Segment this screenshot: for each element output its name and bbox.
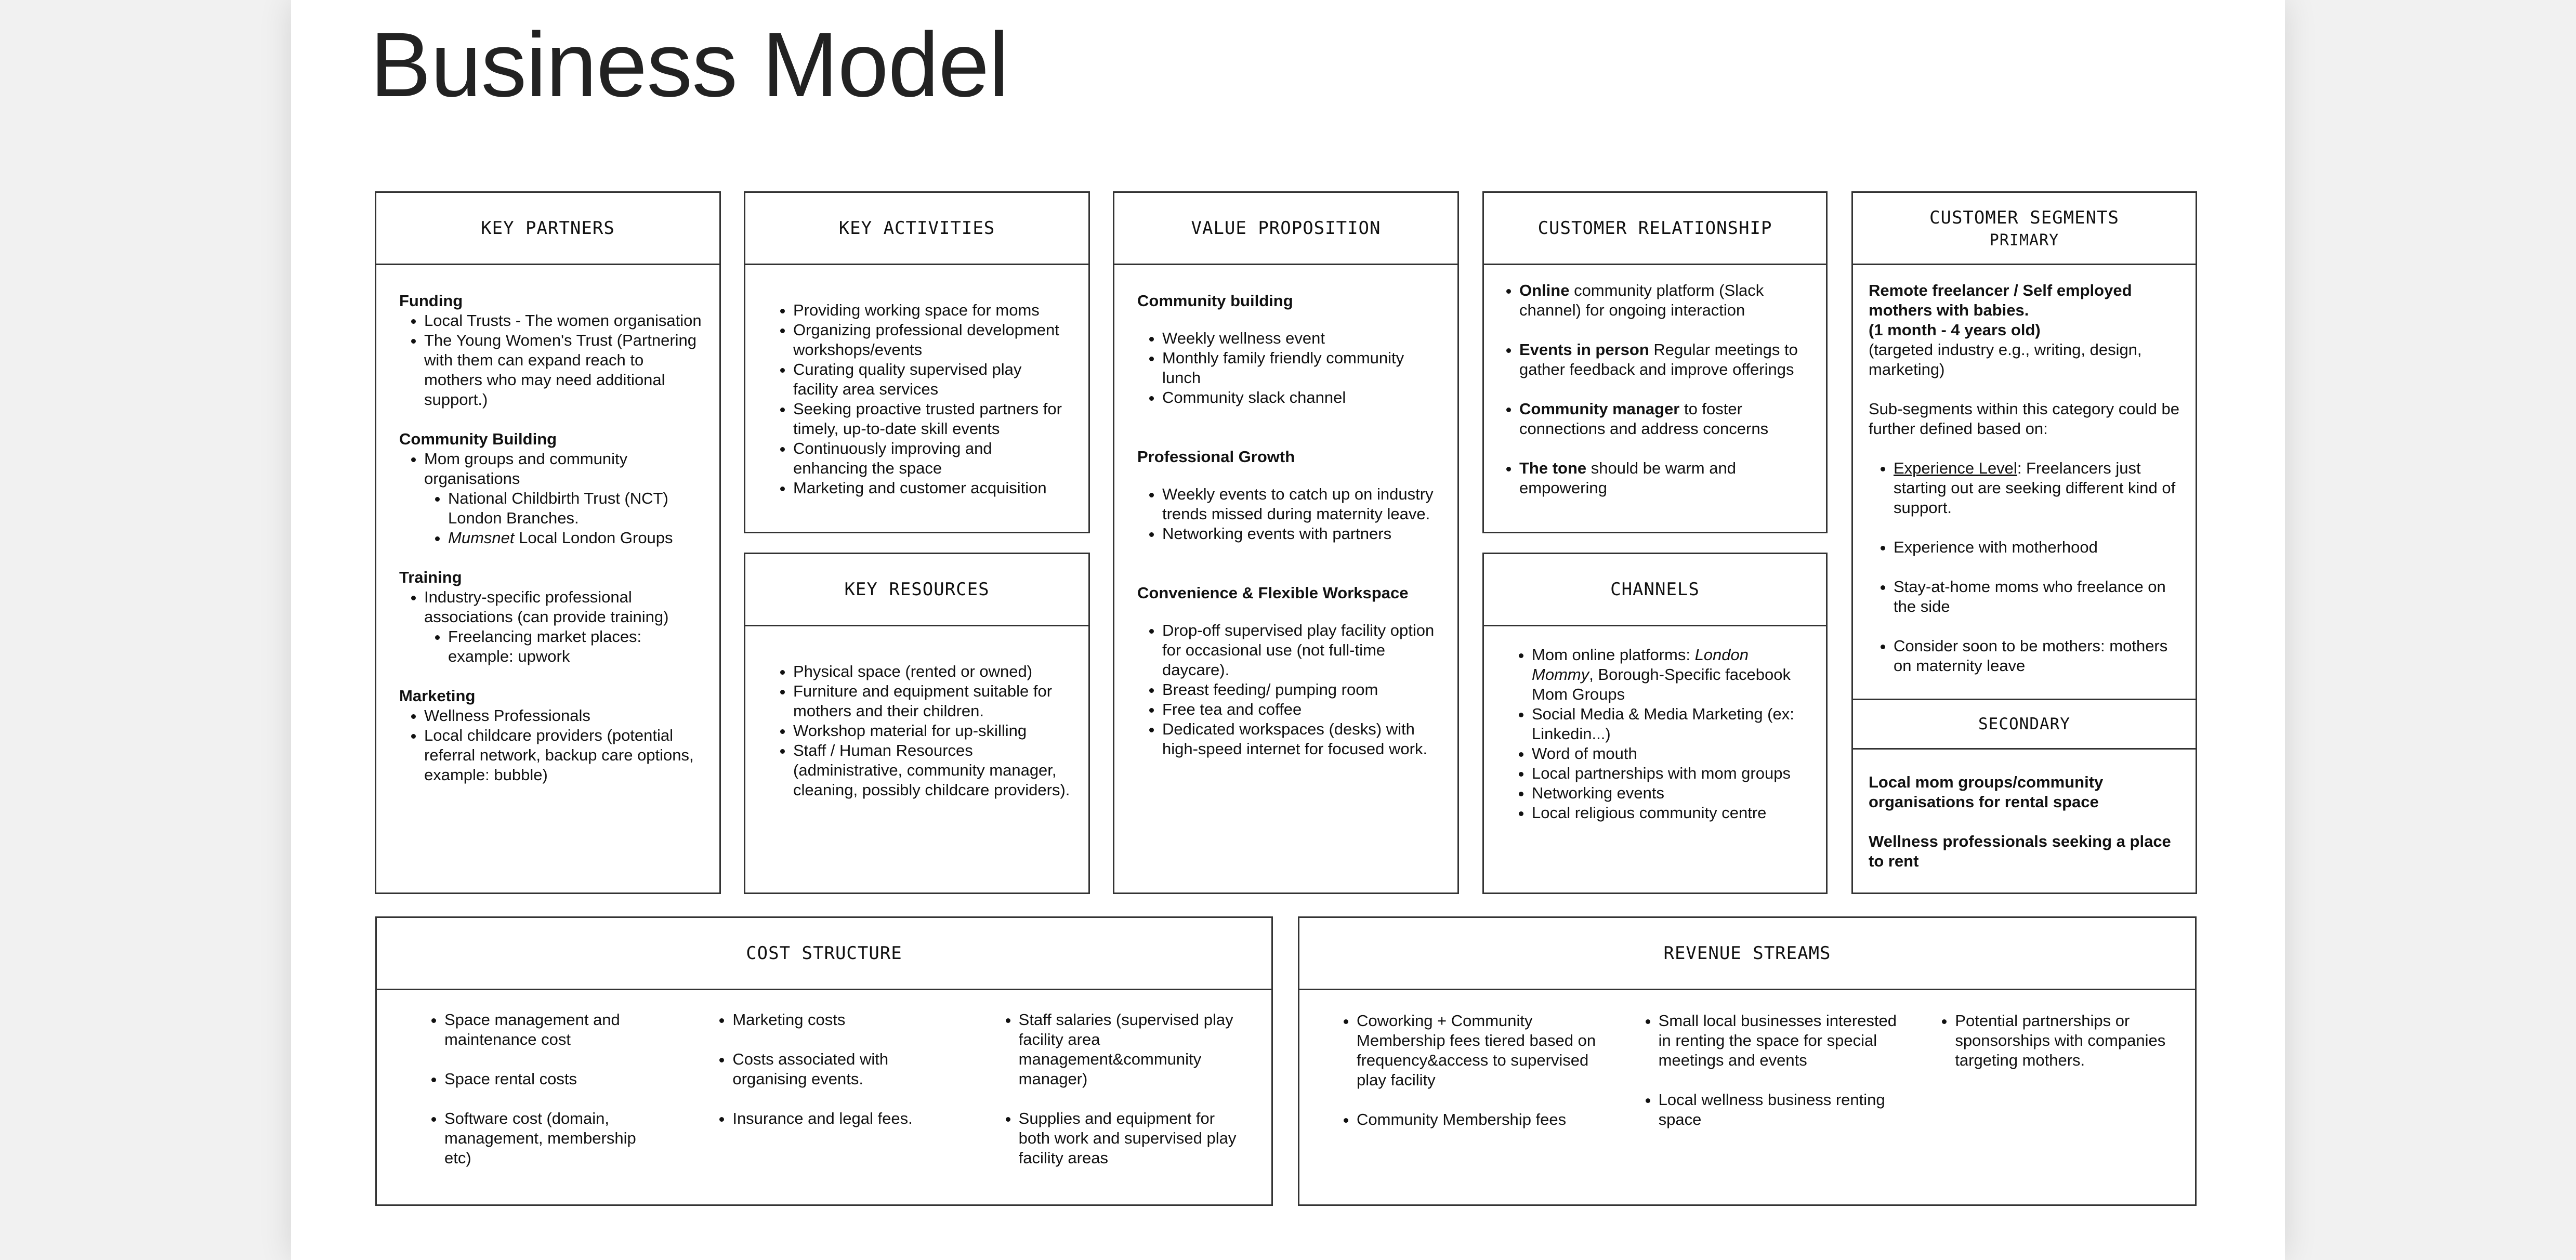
- list-item: Workshop material for up-skilling: [793, 721, 1071, 741]
- list-item: Small local businesses interested in ren…: [1659, 1011, 1905, 1070]
- cost-structure-body: Space management and maintenance cost Sp…: [377, 990, 1271, 1204]
- revenue-streams-box: REVENUE STREAMS Coworking + Community Me…: [1298, 916, 2197, 1206]
- list-item: Networking events with partners: [1162, 524, 1440, 544]
- list-item: Word of mouth: [1532, 744, 1808, 764]
- cost-structure-header: COST STRUCTURE: [377, 918, 1271, 990]
- customer-relationship-body: Online community platform (Slack channel…: [1484, 265, 1826, 532]
- list-item: Staff salaries (supervised play facility…: [1019, 1010, 1251, 1089]
- revenue-streams-header: REVENUE STREAMS: [1299, 918, 2195, 990]
- customer-segments-header: CUSTOMER SEGMENTS PRIMARY: [1853, 193, 2196, 265]
- list-item: Local wellness business renting space: [1659, 1090, 1905, 1130]
- key-activities-header: KEY ACTIVITIES: [745, 193, 1088, 265]
- vp-heading: Community building: [1137, 292, 1293, 310]
- list-item: The tone should be warm and empowering: [1519, 458, 1808, 498]
- customer-segments-box: CUSTOMER SEGMENTS PRIMARY Remote freelan…: [1851, 191, 2197, 894]
- list-item: Experience Level: Freelancers just start…: [1894, 458, 2180, 518]
- list-item: Dedicated workspaces (desks) with high-s…: [1162, 719, 1440, 759]
- list-item: Monthly family friendly community lunch: [1162, 348, 1440, 388]
- list-item: Space rental costs: [444, 1069, 666, 1089]
- revenue-streams-body: Coworking + Community Membership fees ti…: [1299, 990, 2195, 1204]
- list-item: Free tea and coffee: [1162, 700, 1440, 719]
- list-item: National Childbirth Trust (NCT) London B…: [448, 489, 702, 528]
- channels-body: Mom online platforms: London Mommy, Boro…: [1484, 626, 1826, 892]
- list-item: Community slack channel: [1162, 388, 1440, 408]
- list-item: Online community platform (Slack channel…: [1519, 281, 1808, 320]
- list-item: Marketing costs: [732, 1010, 953, 1030]
- list-item: Curating quality supervised play facilit…: [793, 360, 1071, 399]
- customer-segments-secondary: Local mom groups/community organisations…: [1869, 773, 2171, 870]
- list-item: Events in person Regular meetings to gat…: [1519, 340, 1808, 379]
- value-proposition-body: Community building Weekly wellness event…: [1114, 265, 1457, 892]
- channels-header: CHANNELS: [1484, 554, 1826, 626]
- value-proposition-box: VALUE PROPOSITION Community building Wee…: [1113, 191, 1459, 894]
- list-item: Local childcare providers (potential ref…: [424, 726, 702, 785]
- mumsnet-text: Mumsnet: [448, 529, 515, 547]
- list-item: Breast feeding/ pumping room: [1162, 680, 1440, 700]
- list-item: Providing working space for moms: [793, 300, 1071, 320]
- list-item: Stay-at-home moms who freelance on the s…: [1894, 577, 2180, 616]
- community-heading: Community Building: [399, 430, 557, 448]
- key-resources-box: KEY RESOURCES Physical space (rented or …: [744, 553, 1090, 894]
- list-item: Coworking + Community Membership fees ti…: [1357, 1011, 1604, 1090]
- list-item: Social Media & Media Marketing (ex: Link…: [1532, 704, 1808, 744]
- list-item: Local partnerships with mom groups: [1532, 764, 1808, 783]
- list-item: Consider soon to be mothers: mothers on …: [1894, 636, 2180, 676]
- primary-label: PRIMARY: [1989, 231, 2059, 250]
- list-item: Costs associated with organising events.: [732, 1049, 953, 1089]
- channels-box: CHANNELS Mom online platforms: London Mo…: [1482, 553, 1828, 894]
- key-partners-body: Funding Local Trusts - The women organis…: [376, 265, 719, 892]
- list-item: Freelancing market places: example: upwo…: [448, 627, 702, 666]
- key-resources-header: KEY RESOURCES: [745, 554, 1088, 626]
- list-item: Weekly wellness event: [1162, 329, 1440, 348]
- list-item: Organizing professional development work…: [793, 320, 1071, 360]
- secondary-label: SECONDARY: [1978, 715, 2070, 733]
- list-item: The Young Women's Trust (Partnering with…: [424, 331, 702, 410]
- list-item: Seeking proactive trusted partners for t…: [793, 399, 1071, 439]
- list-item: Experience with motherhood: [1894, 537, 2180, 557]
- list-item: Weekly events to catch up on industry tr…: [1162, 484, 1440, 524]
- page-title: Business Model: [370, 14, 1009, 116]
- value-proposition-header: VALUE PROPOSITION: [1114, 193, 1457, 265]
- vp-heading: Convenience & Flexible Workspace: [1137, 584, 1409, 602]
- list-item: Continuously improving and enhancing the…: [793, 439, 1071, 478]
- training-heading: Training: [399, 568, 462, 586]
- list-item: Staff / Human Resources (administrative,…: [793, 741, 1071, 800]
- list-item: Insurance and legal fees.: [732, 1109, 953, 1128]
- list-item: Mom groups and community organisations: [424, 450, 628, 488]
- list-item: Furniture and equipment suitable for mot…: [793, 681, 1071, 721]
- key-partners-header: KEY PARTNERS: [376, 193, 719, 265]
- list-item: Potential partnerships or sponsorships w…: [1955, 1011, 2179, 1070]
- list-item: Software cost (domain, management, membe…: [444, 1109, 666, 1168]
- list-item: Community Membership fees: [1357, 1110, 1604, 1130]
- list-item: Mom online platforms: London Mommy, Boro…: [1532, 645, 1808, 704]
- vp-heading: Professional Growth: [1137, 448, 1295, 466]
- cost-structure-box: COST STRUCTURE Space management and main…: [375, 916, 1273, 1206]
- list-item: Industry-specific professional associati…: [424, 588, 669, 626]
- key-partners-box: KEY PARTNERS Funding Local Trusts - The …: [375, 191, 721, 894]
- list-item: Wellness Professionals: [424, 706, 702, 726]
- customer-relationship-box: CUSTOMER RELATIONSHIP Online community p…: [1482, 191, 1828, 533]
- customer-segments-primary: Remote freelancer / Self employed mother…: [1853, 265, 2196, 676]
- list-item: Supplies and equipment for both work and…: [1019, 1109, 1251, 1168]
- funding-heading: Funding: [399, 292, 463, 310]
- key-activities-box: KEY ACTIVITIES Providing working space f…: [744, 191, 1090, 533]
- list-item: Mumsnet Local London Groups: [448, 528, 702, 548]
- list-item: Community manager to foster connections …: [1519, 399, 1808, 439]
- list-item: Marketing and customer acquisition: [793, 478, 1071, 498]
- list-item: Local religious community centre: [1532, 803, 1808, 823]
- list-item: Networking events: [1532, 783, 1808, 803]
- list-item: Physical space (rented or owned): [793, 662, 1071, 681]
- list-item: Space management and maintenance cost: [444, 1010, 666, 1049]
- list-item: Drop-off supervised play facility option…: [1162, 621, 1440, 680]
- marketing-heading: Marketing: [399, 687, 476, 705]
- customer-relationship-header: CUSTOMER RELATIONSHIP: [1484, 193, 1826, 265]
- list-item: Local Trusts - The women organisation: [424, 311, 702, 331]
- key-resources-body: Physical space (rented or owned) Furnitu…: [745, 626, 1088, 892]
- key-activities-body: Providing working space for moms Organiz…: [745, 265, 1088, 532]
